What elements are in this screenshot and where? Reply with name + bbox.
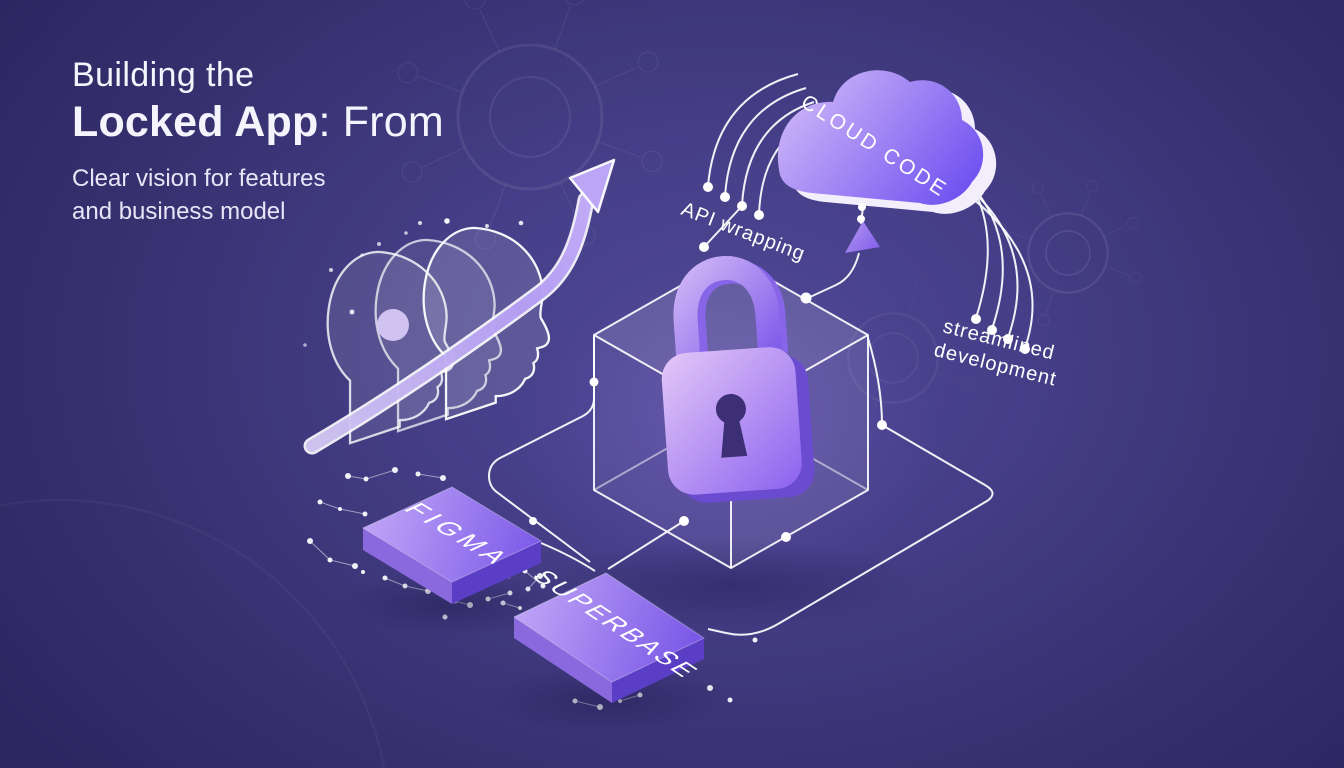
idea-dot-icon [377, 309, 409, 341]
title-line1: Building the [72, 56, 255, 94]
arc-decoration-bottom-left [0, 500, 390, 768]
connector-dots [529, 182, 1030, 542]
gear-decoration-top [397, 0, 663, 250]
subtitle-line1: Clear vision for features [72, 165, 326, 192]
growth-arrow-icon [303, 158, 616, 455]
title-emphasis: Locked App [72, 98, 319, 146]
title-block: Building the Locked App: From Clear visi… [72, 56, 444, 228]
upload-triangle-icon [845, 221, 880, 253]
title-suffix: : From [318, 98, 444, 146]
gear-decoration-right [995, 180, 1141, 326]
title-line2: Locked App: From [72, 98, 444, 147]
cloud-icon: CLOUD CODE [777, 70, 997, 214]
head-profile-1 [326, 250, 455, 445]
connector-lines [488, 336, 994, 636]
title-subtitle: Clear vision for features and business m… [72, 162, 444, 228]
figma-board: FIGMA [337, 486, 567, 636]
padlock-icon [661, 256, 815, 503]
subtitle-line2: and business model [72, 198, 286, 225]
